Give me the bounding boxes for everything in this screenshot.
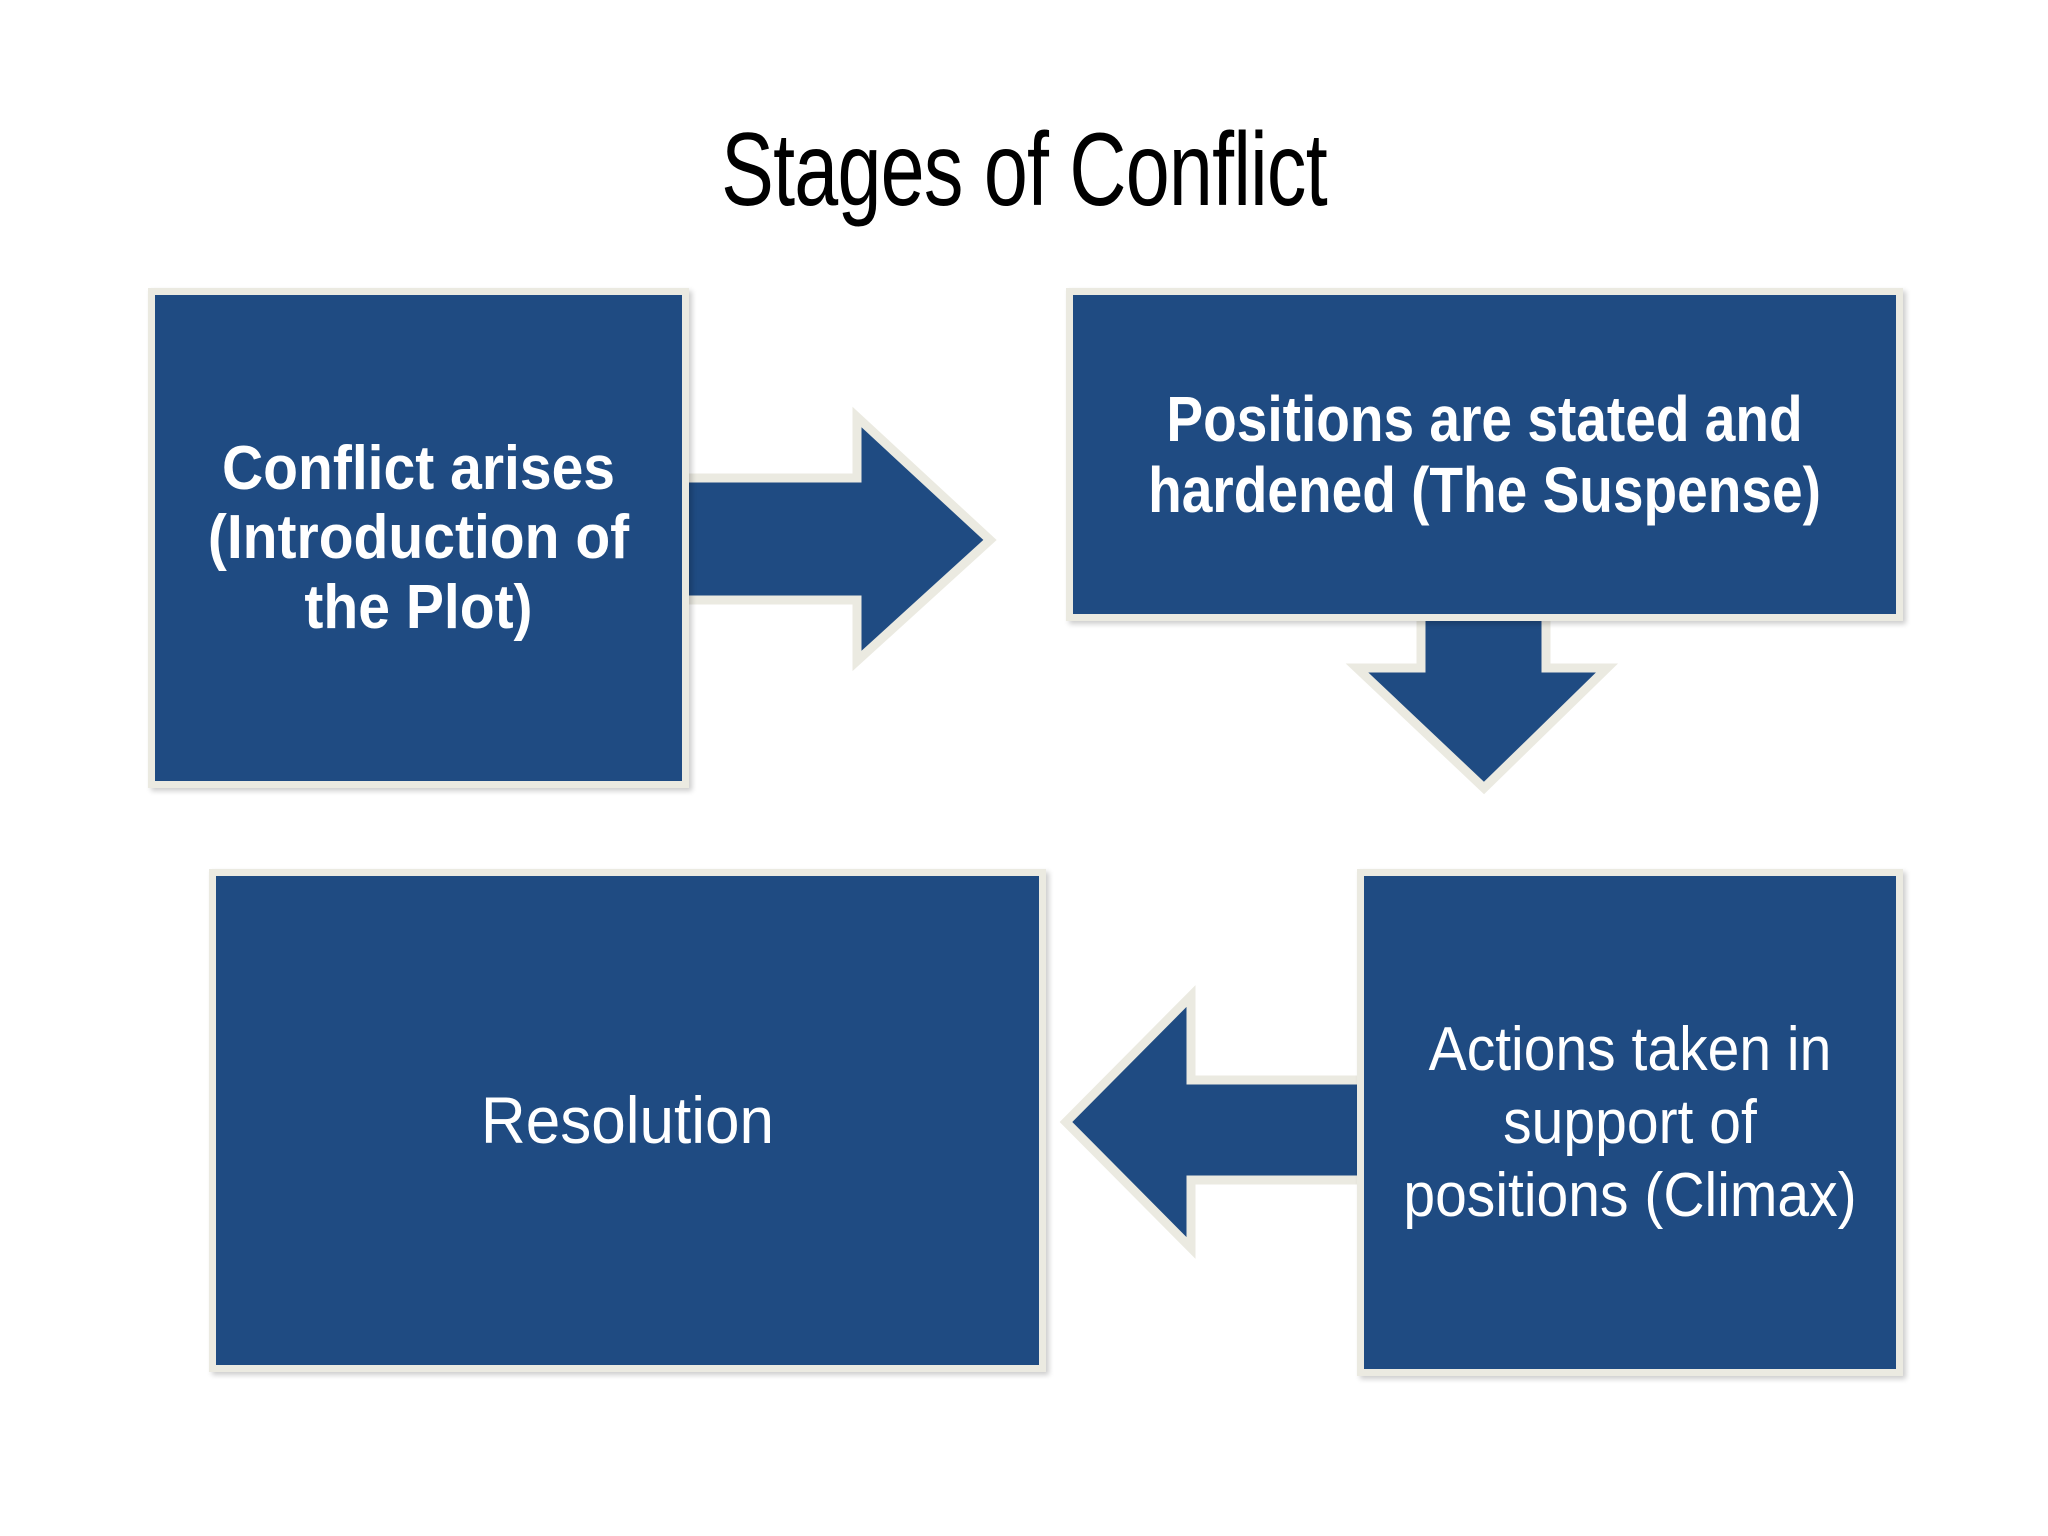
process-step-actions-taken[interactable]: Actions taken in support of positions (C… [1357, 869, 1903, 1376]
process-step-resolution[interactable]: Resolution [209, 869, 1046, 1372]
process-step-label: Actions taken in support of positions (C… [1403, 1014, 1857, 1231]
page-title: Stages of Conflict [721, 112, 1328, 228]
process-step-label: Conflict arises (Introduction of the Plo… [207, 433, 630, 642]
arrow-down-icon [1345, 611, 1619, 795]
process-step-positions-stated[interactable]: Positions are stated and hardened (The S… [1066, 288, 1903, 621]
arrow-left-icon [1059, 985, 1367, 1259]
process-step-label: Resolution [480, 1082, 775, 1157]
process-step-label: Positions are stated and hardened (The S… [1148, 383, 1821, 526]
arrow-right-icon [678, 406, 997, 672]
process-step-conflict-arises[interactable]: Conflict arises (Introduction of the Plo… [148, 288, 689, 788]
